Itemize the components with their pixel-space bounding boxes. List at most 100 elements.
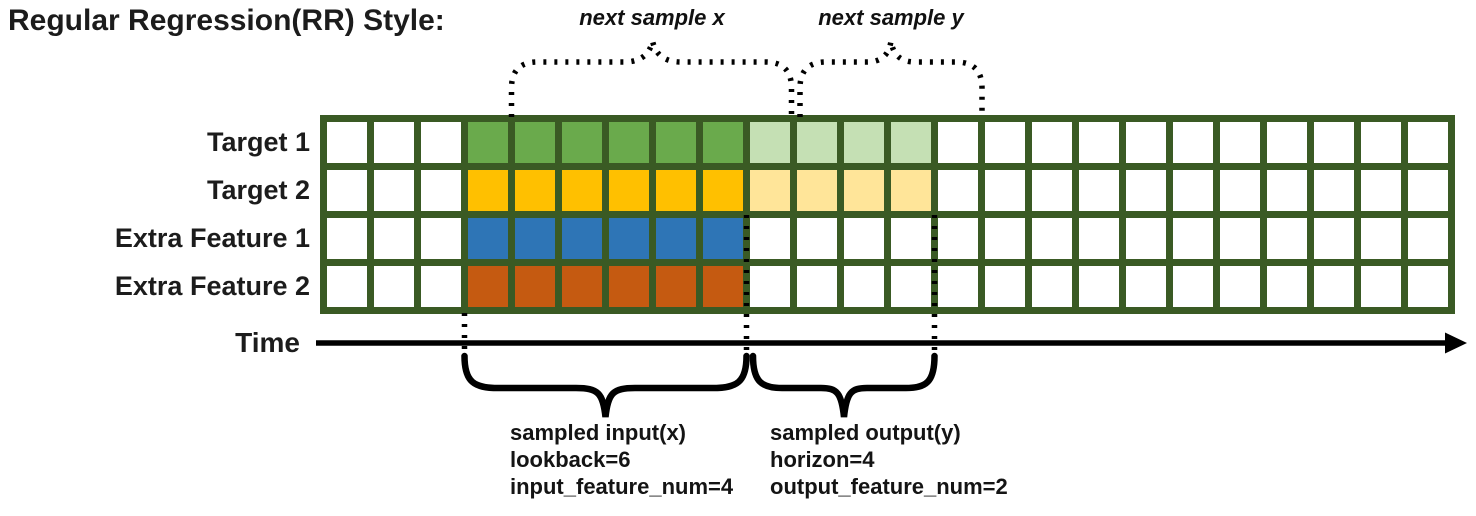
- next-sample-x-brace: [508, 40, 795, 117]
- grid-cell: [1032, 266, 1072, 307]
- grid-cell: [515, 170, 555, 211]
- horizon-value: horizon=4: [770, 447, 875, 472]
- sampled-input-brace: [461, 352, 750, 418]
- grid-cell: [468, 266, 508, 307]
- grid-cell: [327, 170, 367, 211]
- sampled-output-title: sampled output(y): [770, 420, 961, 445]
- grid-cell: [703, 218, 743, 259]
- grid-cell: [750, 122, 790, 163]
- row-label: Extra Feature 2: [114, 271, 310, 301]
- grid-cell: [1314, 218, 1354, 259]
- grid-cell: [327, 266, 367, 307]
- grid-cell: [656, 122, 696, 163]
- grid-cell: [1126, 122, 1166, 163]
- grid-cell: [1173, 122, 1213, 163]
- grid-cell: [656, 218, 696, 259]
- grid-cell: [891, 266, 931, 307]
- grid-cell: [1267, 170, 1307, 211]
- grid-cell: [1079, 266, 1119, 307]
- grid-cell: [750, 170, 790, 211]
- grid-cell: [468, 170, 508, 211]
- grid-cell: [985, 122, 1025, 163]
- row-label: Target 1: [206, 127, 310, 157]
- lookback-value: lookback=6: [510, 447, 631, 472]
- grid-cell: [750, 218, 790, 259]
- grid-cell: [1361, 266, 1401, 307]
- grid-cell: [1361, 170, 1401, 211]
- grid-cell: [609, 170, 649, 211]
- grid-cell: [938, 122, 978, 163]
- grid-cell: [1032, 122, 1072, 163]
- grid-cell: [938, 170, 978, 211]
- input-feature-num-value: input_feature_num=4: [510, 474, 734, 499]
- sampled-output-brace: [749, 352, 938, 418]
- grid-cell: [515, 266, 555, 307]
- grid-cell: [1079, 170, 1119, 211]
- diagram-title: Regular Regression(RR) Style:: [8, 4, 445, 37]
- grid-cell: [609, 218, 649, 259]
- grid-cell: [750, 266, 790, 307]
- output-feature-num-value: output_feature_num=2: [770, 474, 1008, 499]
- grid-cell: [844, 170, 884, 211]
- grid-cell: [1032, 218, 1072, 259]
- grid-cell: [468, 218, 508, 259]
- grid-cell: [1126, 266, 1166, 307]
- grid-cell: [562, 170, 602, 211]
- grid-cell: [844, 122, 884, 163]
- next-sample-y-brace: [797, 40, 985, 117]
- grid-cell: [1173, 266, 1213, 307]
- grid-cell: [1220, 170, 1260, 211]
- grid-cell: [1173, 170, 1213, 211]
- grid-cell: [1220, 266, 1260, 307]
- grid-cell: [421, 170, 461, 211]
- grid-cell: [703, 266, 743, 307]
- grid-cell: [703, 170, 743, 211]
- grid-cell: [1220, 122, 1260, 163]
- grid-cell: [797, 122, 837, 163]
- grid-cell: [1408, 170, 1448, 211]
- grid-cell: [1267, 122, 1307, 163]
- grid-cell: [797, 170, 837, 211]
- grid-cell: [374, 170, 414, 211]
- grid-cell: [891, 122, 931, 163]
- sampled-input-annotation: sampled input(x) lookback=6 input_featur…: [510, 419, 733, 500]
- next-sample-y-label: next sample y: [818, 5, 964, 30]
- grid-cell: [1079, 122, 1119, 163]
- grid-cell: [468, 122, 508, 163]
- grid-cell: [844, 266, 884, 307]
- grid-cell: [374, 218, 414, 259]
- next-sample-x-label: next sample x: [579, 5, 725, 30]
- grid-cell: [1126, 218, 1166, 259]
- grid-cell: [1267, 218, 1307, 259]
- grid-cell: [609, 122, 649, 163]
- grid-cell: [327, 218, 367, 259]
- grid-cell: [1314, 170, 1354, 211]
- grid-cell: [1361, 122, 1401, 163]
- grid-cell: [1267, 266, 1307, 307]
- grid-cell: [938, 218, 978, 259]
- sampled-input-title: sampled input(x): [510, 420, 687, 445]
- grid-cell: [515, 122, 555, 163]
- grid-cell: [1032, 170, 1072, 211]
- grid-cell: [985, 170, 1025, 211]
- grid-cell: [421, 122, 461, 163]
- time-axis-label: Time: [235, 327, 300, 358]
- grid-cell: [609, 266, 649, 307]
- grid-cell: [797, 218, 837, 259]
- grid-cell: [797, 266, 837, 307]
- row-label: Target 2: [206, 175, 310, 205]
- grid-cell: [1079, 218, 1119, 259]
- grid-cell: [1361, 218, 1401, 259]
- grid-cell: [985, 266, 1025, 307]
- grid-cell: [562, 122, 602, 163]
- grid-cell: [891, 218, 931, 259]
- grid-cell: [656, 170, 696, 211]
- grid-cell: [1314, 266, 1354, 307]
- grid-cell: [891, 170, 931, 211]
- grid-cell: [1126, 170, 1166, 211]
- grid-cell: [1408, 266, 1448, 307]
- grid-cell: [374, 122, 414, 163]
- grid-cell: [1220, 218, 1260, 259]
- grid-cell: [515, 218, 555, 259]
